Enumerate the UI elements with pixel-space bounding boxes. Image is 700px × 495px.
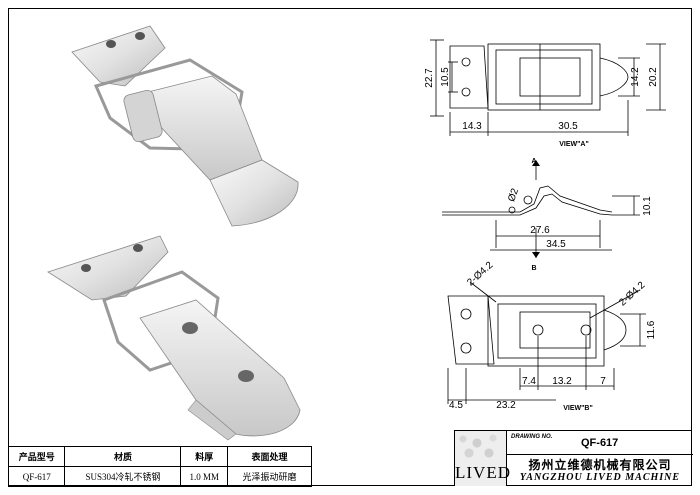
arrow-a-label: A — [531, 158, 536, 165]
company-name-cn: 扬州立维德机械有限公司 — [528, 458, 672, 472]
side-view-dimensions: A B Ø2 10.1 27.6 34.5 — [506, 158, 653, 272]
spec-table: 产品型号 材质 料厚 表面处理 QF-617 SUS304冷轧不锈钢 1.0 M… — [7, 446, 312, 487]
value-finish: 光泽振动研磨 — [227, 466, 312, 487]
spec-table-value-row: QF-617 SUS304冷轧不锈钢 1.0 MM 光泽振动研磨 — [7, 466, 312, 487]
view-a-label: VIEW"A" — [559, 141, 589, 148]
header-material: 材质 — [64, 446, 182, 467]
drawing-no-label: DRAWING NO. — [511, 434, 553, 440]
header-thickness: 料厚 — [180, 446, 229, 467]
arrow-b-icon — [532, 252, 540, 258]
latch-render-open — [47, 235, 301, 441]
drawing-number-row: DRAWING NO. QF-617 — [507, 431, 693, 455]
dim-hole-pitch: 10.5 — [440, 67, 451, 87]
side-view-drawing — [442, 164, 640, 258]
dim-offset-b: 13.2 — [552, 376, 572, 387]
dim-holes-left: 2-Ø4.2 — [465, 260, 495, 289]
arrow-b-label: B — [531, 265, 536, 272]
dim-offset-a: 7.4 — [522, 376, 536, 387]
view-b-drawing — [447, 281, 646, 404]
dim-hole-pitch-b: 11.6 — [646, 320, 657, 339]
value-material: SUS304冷轧不锈钢 — [64, 466, 182, 487]
dim-height-total: 22.7 — [424, 68, 435, 88]
dim-right-inner: 14.2 — [630, 67, 641, 87]
title-block: LIVED DRAWING NO. QF-617 扬州立维德机械有限公司 YAN… — [454, 430, 693, 486]
value-model: QF-617 — [7, 466, 66, 487]
dim-length-b: 23.2 — [496, 400, 516, 411]
header-model: 产品型号 — [7, 446, 66, 467]
dim-holes-right: 2-Ø4.2 — [617, 280, 647, 309]
dim-right-outer: 20.2 — [648, 67, 659, 87]
dim-offset-c: 7 — [600, 376, 606, 387]
dim-diameter: Ø2 — [506, 187, 521, 204]
dim-length-inner: 27.6 — [530, 225, 550, 236]
drawing-frame — [8, 8, 692, 486]
company-logo: LIVED — [455, 431, 511, 486]
dim-length-outer: 34.5 — [546, 239, 566, 250]
dim-side-height: 10.1 — [642, 196, 653, 216]
view-b-label: VIEW"B" — [563, 405, 593, 412]
drawing-no-value: QF-617 — [581, 437, 619, 449]
logo-text: LIVED — [455, 463, 511, 482]
value-thickness: 1.0 MM — [180, 466, 229, 487]
arrow-a-icon — [532, 160, 540, 166]
view-a-drawing — [430, 39, 666, 136]
view-a-dimensions: 22.7 10.5 20.2 14.2 14.3 30.5 VIEW"A" — [424, 67, 659, 148]
dim-edge: 4.5 — [449, 400, 463, 411]
dim-width-front: 14.3 — [462, 121, 482, 132]
view-b-dimensions: 2-Ø4.2 2-Ø4.2 11.6 7.4 13.2 7 4.5 23.2 V… — [449, 260, 657, 412]
company-name-en: YANGZHOU LIVED MACHINE — [519, 472, 681, 483]
latch-render-closed — [71, 25, 299, 227]
spec-table-header-row: 产品型号 材质 料厚 表面处理 — [7, 446, 312, 467]
header-finish: 表面处理 — [227, 446, 312, 467]
dim-width-body: 30.5 — [558, 121, 578, 132]
